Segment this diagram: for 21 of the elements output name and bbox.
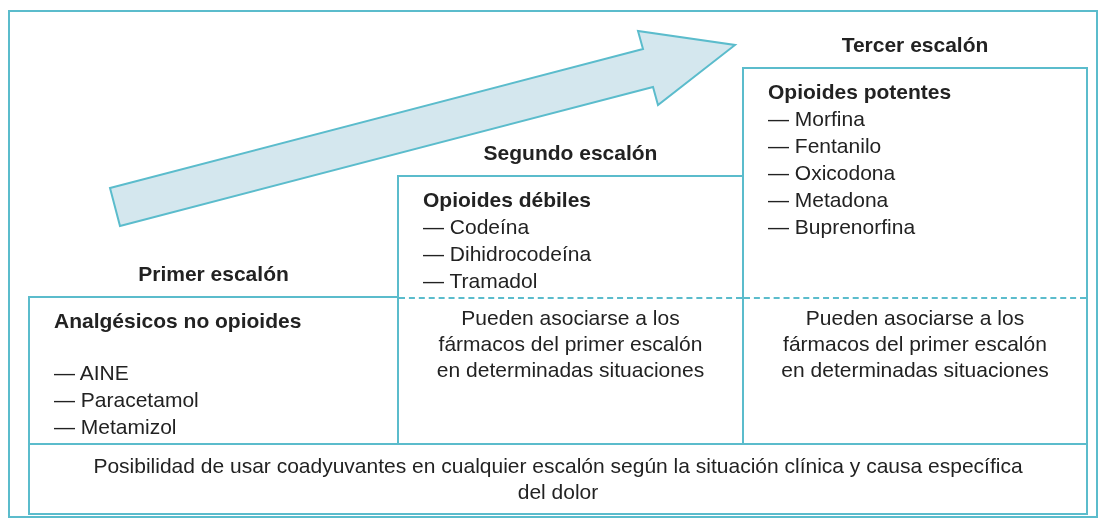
drug-item: — Paracetamol <box>54 387 199 413</box>
category-heading: Opioides débiles <box>423 187 593 213</box>
drug-item: — Codeína <box>423 214 530 240</box>
drug-item: — Metadona <box>768 187 889 213</box>
drug-item: — Dihidrocodeína <box>423 241 592 267</box>
step-heading: Primer escalón <box>137 262 290 286</box>
step-heading: Segundo escalón <box>482 141 659 165</box>
category-heading: Analgésicos no opioides <box>54 308 303 334</box>
note-box <box>28 443 1088 515</box>
step-heading: Tercer escalón <box>840 33 990 57</box>
drug-item: — Morfina <box>768 106 865 132</box>
drug-item: — Tramadol <box>423 268 538 294</box>
category-heading: Opioides potentes <box>768 79 953 105</box>
drug-item: — AINE <box>54 360 129 386</box>
drug-item: — Metamizol <box>54 414 177 440</box>
drug-item: — Oxicodona <box>768 160 896 186</box>
drug-item: — Buprenorfina <box>768 214 916 240</box>
note-text: Pueden asociarse a los fármacos del primer escalón en determinadas situaciones <box>435 305 706 383</box>
note-text: Pueden asociarse a los fármacos del primer escalón en determinadas situaciones <box>780 305 1050 383</box>
note-text: Posibilidad de usar coadyuvantes en cualquier escalón según la situación clínica y causa específica del dolor <box>92 453 1024 505</box>
drug-item: — Fentanilo <box>768 133 882 159</box>
